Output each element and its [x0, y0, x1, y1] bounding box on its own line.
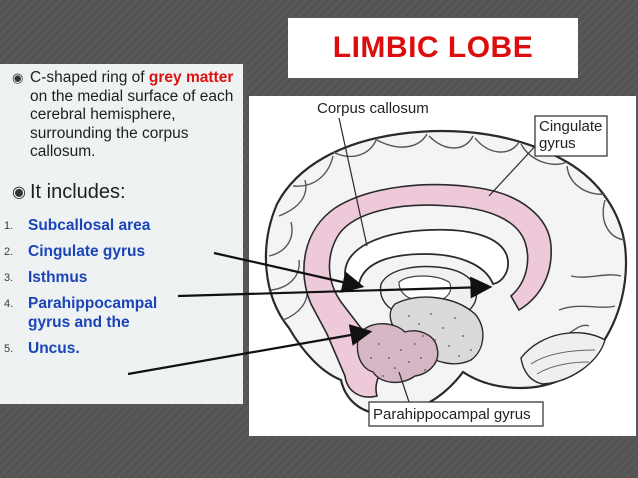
brain-diagram: Corpus callosum Cingulate gyrus Parahipp…: [249, 96, 636, 436]
circle-bullet-icon: ◉: [12, 182, 26, 201]
text-panel: [0, 64, 243, 404]
bullet-text-start: C-shaped ring of: [30, 69, 149, 86]
list-number: 2.: [4, 246, 14, 258]
bullet-item-definition: ◉ C-shaped ring of grey matter on the me…: [12, 69, 240, 162]
list-item: 2. Cingulate gyrus: [4, 242, 228, 262]
list-item: 3. Isthmus: [4, 268, 228, 288]
bullet-includes-text: It includes:: [30, 181, 126, 203]
list-item: 5. Uncus.: [4, 339, 228, 359]
list-text: Subcallosal area: [28, 217, 151, 234]
list-item: 4. Parahippocampal gyrus and the: [4, 294, 198, 332]
list-text: Cingulate gyrus: [28, 243, 146, 260]
list-number: 1.: [4, 220, 14, 232]
list-text: Isthmus: [28, 269, 88, 286]
uncus: [356, 323, 439, 383]
title-box: LIMBIC LOBE: [288, 18, 578, 78]
list-text: Parahippocampal gyrus and the: [28, 295, 158, 331]
list-number: 3.: [4, 272, 14, 284]
slide-title: LIMBIC LOBE: [332, 31, 534, 64]
bullet-item-includes: ◉ It includes:: [12, 180, 240, 204]
arrow-to-uncus: [127, 324, 373, 376]
circle-bullet-icon: ◉: [12, 71, 24, 86]
highlight-grey: grey: [148, 69, 182, 86]
arrow-to-cingulate: [177, 276, 493, 299]
bullet-text-end: on the medial surface of each cerebral h…: [30, 87, 234, 161]
label-corpus-callosum: Corpus callosum: [317, 100, 429, 117]
label-parahippocampal-gyrus: Parahippocampal gyrus: [373, 406, 531, 423]
list-text: Uncus.: [28, 340, 80, 357]
highlight-matter: matter: [185, 69, 234, 86]
arrow-to-corpus: [213, 251, 365, 293]
label-cingulate-gyrus: Cingulate gyrus: [539, 118, 603, 152]
list-number: 4.: [4, 298, 14, 310]
list-number: 5.: [4, 343, 14, 355]
list-item: 1. Subcallosal area: [4, 216, 228, 236]
